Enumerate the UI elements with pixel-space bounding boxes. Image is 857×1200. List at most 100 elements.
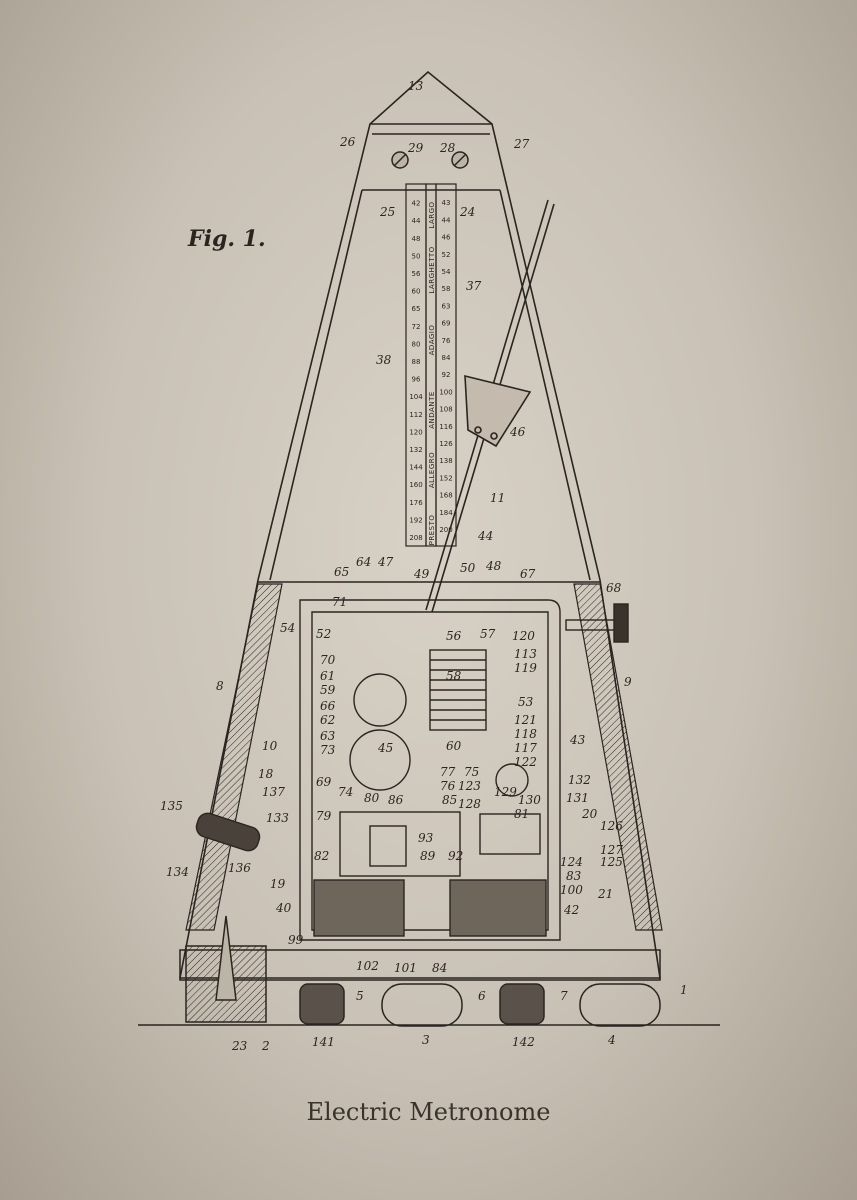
- part-number-58: 58: [446, 669, 462, 683]
- scale-number: 56: [412, 270, 421, 278]
- scale-number: 120: [409, 428, 422, 436]
- part-number-81: 81: [514, 807, 529, 821]
- part-number-79: 79: [316, 809, 332, 823]
- motor-housing: [339, 811, 461, 877]
- scale-number: 160: [409, 481, 422, 489]
- part-number-6: 6: [478, 989, 486, 1003]
- part-number-26: 26: [339, 135, 356, 149]
- scale-number: 42: [412, 200, 421, 208]
- scale-number: 100: [439, 388, 452, 396]
- part-number-71: 71: [332, 595, 347, 609]
- scale-number: 69: [442, 320, 451, 328]
- scale-number: 58: [442, 285, 451, 293]
- scale-number: 52: [442, 251, 451, 259]
- foot-141: [299, 983, 345, 1025]
- part-number-82: 82: [314, 849, 329, 863]
- part-number-52: 52: [316, 627, 331, 641]
- part-number-85: 85: [442, 793, 457, 807]
- part-number-46: 46: [509, 425, 526, 439]
- part-number-113: 113: [514, 647, 537, 661]
- part-number-92: 92: [448, 849, 463, 863]
- part-number-124: 124: [560, 855, 583, 869]
- part-number-63: 63: [320, 729, 336, 743]
- scale-number: 54: [442, 268, 451, 276]
- part-number-141: 141: [312, 1035, 335, 1049]
- scale-strip-right: [435, 183, 457, 547]
- part-number-8: 8: [216, 679, 224, 693]
- part-number-100: 100: [560, 883, 583, 897]
- scale-number: 48: [412, 235, 421, 243]
- bearing-block: [479, 813, 541, 855]
- part-number-10: 10: [262, 739, 278, 753]
- part-number-48: 48: [485, 559, 502, 573]
- metronome-body: [179, 70, 661, 979]
- scale-left-numbers: 2081921761601441321201121049688807265605…: [409, 200, 423, 542]
- part-number-50: 50: [460, 561, 476, 575]
- part-number-59: 59: [320, 683, 336, 697]
- part-number-62: 62: [320, 713, 335, 727]
- part-number-80: 80: [364, 791, 380, 805]
- part-number-137: 137: [262, 785, 285, 799]
- base: [138, 915, 720, 1027]
- part-number-44: 44: [477, 529, 493, 543]
- part-number-127: 127: [600, 843, 623, 857]
- tempo-word: ADAGIO: [428, 325, 436, 356]
- scale-number: 50: [412, 252, 421, 260]
- part-number-128: 128: [458, 797, 481, 811]
- part-number-119: 119: [514, 661, 537, 675]
- part-number-117: 117: [514, 741, 537, 755]
- part-number-83: 83: [566, 869, 582, 883]
- scale-number: 176: [409, 499, 423, 507]
- right-wall-section: [573, 583, 663, 931]
- figure-label: Fig. 1.: [187, 226, 266, 252]
- scale-number: 132: [409, 446, 422, 454]
- part-number-136: 136: [228, 861, 251, 875]
- lower-mechanism: [299, 599, 629, 941]
- part-number-125: 125: [600, 855, 623, 869]
- scale-number: 184: [439, 509, 453, 517]
- scale-number: 96: [412, 376, 421, 384]
- scale-number: 116: [439, 423, 453, 431]
- part-number-122: 122: [514, 755, 537, 769]
- gear-45: [349, 729, 411, 791]
- part-number-47: 47: [377, 555, 394, 569]
- tempo-word: LARGHETTO: [428, 246, 436, 293]
- part-number-118: 118: [514, 727, 537, 741]
- base-plate: [179, 949, 661, 981]
- scale-number: 43: [442, 199, 451, 207]
- tempo-word: ALLEGRO: [428, 452, 436, 488]
- part-number-1: 1: [680, 983, 688, 997]
- scale-right-numbers: 2001841681521381261161081009284766963585…: [439, 199, 453, 534]
- scale-number: 108: [439, 406, 452, 414]
- part-number-13: 13: [408, 79, 424, 93]
- part-number-65: 65: [334, 565, 349, 579]
- part-number-42: 42: [563, 903, 579, 917]
- scale-number: 168: [439, 492, 452, 500]
- part-number-135: 135: [160, 799, 183, 813]
- part-number-84: 84: [432, 961, 447, 975]
- scale-number: 63: [442, 302, 451, 310]
- part-number-54: 54: [280, 621, 295, 635]
- scale-number: 208: [409, 534, 422, 542]
- part-number-40: 40: [275, 901, 292, 915]
- part-number-130: 130: [518, 793, 541, 807]
- mechanism-frame: [299, 599, 561, 941]
- part-number-66: 66: [320, 699, 336, 713]
- part-number-129: 129: [494, 785, 517, 799]
- scale-number: 46: [442, 234, 451, 242]
- part-number-64: 64: [356, 555, 371, 569]
- part-number-77: 77: [440, 765, 456, 779]
- part-number-89: 89: [420, 849, 436, 863]
- part-number-93: 93: [418, 831, 434, 845]
- part-number-75: 75: [464, 765, 479, 779]
- part-number-126: 126: [600, 819, 623, 833]
- scale-number: 152: [439, 474, 452, 482]
- knob-135: [195, 812, 261, 852]
- scale-number: 44: [412, 217, 421, 225]
- part-number-2: 2: [261, 1039, 270, 1053]
- part-number-43: 43: [569, 733, 586, 747]
- part-number-73: 73: [320, 743, 336, 757]
